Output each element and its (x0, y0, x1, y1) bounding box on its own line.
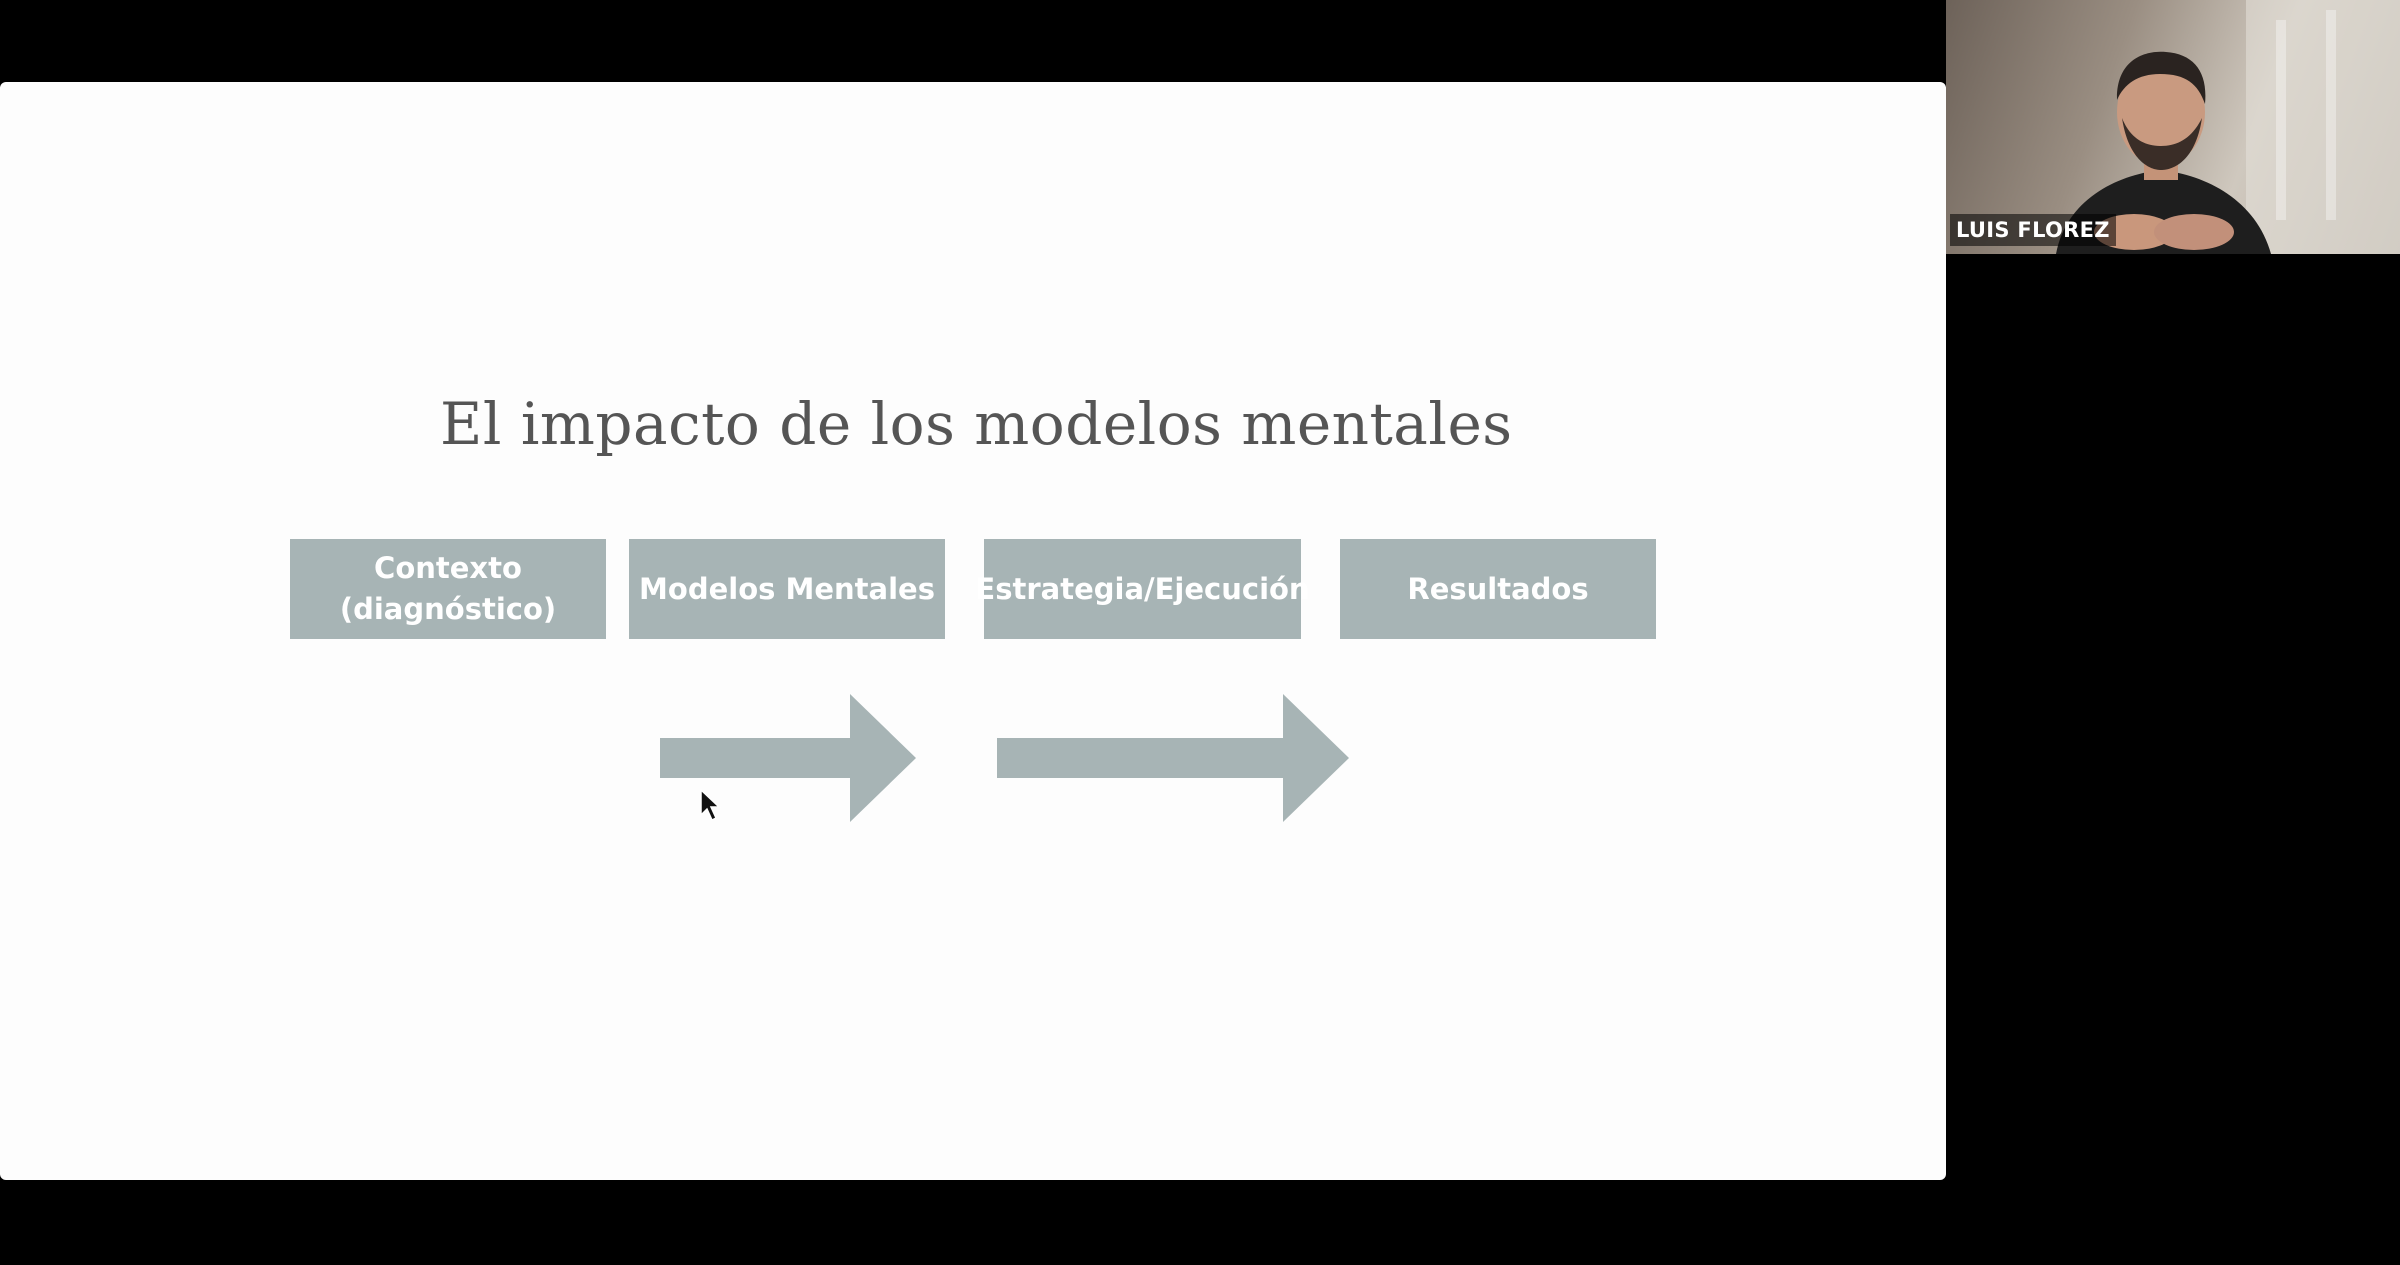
shared-screen-slide: El impacto de los modelos mentales Conte… (0, 82, 1946, 1180)
step-box-results: Resultados (1340, 539, 1656, 639)
step-box-label: Modelos Mentales (639, 571, 935, 606)
participant-video-tile[interactable]: LUIS FLOREZ (1946, 0, 2400, 254)
step-box-strategy: Estrategia/Ejecución (975, 539, 1310, 639)
step-box-label: Estrategia/Ejecución (975, 571, 1310, 606)
flow-arrow-right-icon (660, 694, 916, 822)
step-box-context: Contexto (diagnóstico) (290, 539, 606, 639)
mouse-pointer-icon (700, 789, 721, 822)
step-box-mental-models: Modelos Mentales (629, 539, 945, 639)
flow-arrow-right-icon (997, 694, 1349, 822)
slide-title: El impacto de los modelos mentales (440, 390, 1513, 458)
participant-name-label: LUIS FLOREZ (1950, 214, 2116, 246)
step-box-label: Resultados (1407, 571, 1589, 606)
step-box-label: Contexto (diagnóstico) (339, 551, 557, 626)
